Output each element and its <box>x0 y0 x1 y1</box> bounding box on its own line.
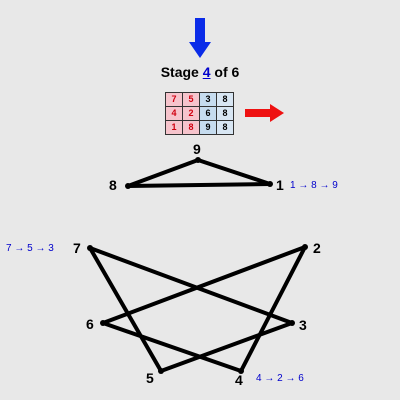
grid-cell: 1 <box>165 120 183 135</box>
node-1-dot <box>267 181 273 187</box>
grid-cell: 6 <box>199 106 217 121</box>
right-sequence-text: 4 → 2 → 6 <box>256 373 304 384</box>
node-5-label: 5 <box>146 370 154 386</box>
edge-9-1 <box>196 158 272 186</box>
node-5-dot <box>158 368 164 374</box>
grid-cell: 8 <box>182 120 200 135</box>
top-triangle <box>126 158 272 188</box>
node-7-dot <box>87 245 93 251</box>
stage-current: 4 <box>202 64 211 80</box>
edge-7-5 <box>88 246 163 373</box>
edge-9-8 <box>126 158 200 188</box>
node-7-label: 7 <box>73 240 81 256</box>
edge-6-4 <box>101 321 243 373</box>
node-8-dot <box>125 183 131 189</box>
bottom-graph <box>88 245 307 373</box>
stage-prefix: Stage <box>160 64 199 80</box>
grid-cell: 9 <box>199 120 217 135</box>
stage-suffix: of 6 <box>214 64 240 80</box>
node-3-dot <box>289 320 295 326</box>
grid-cell: 4 <box>165 106 183 121</box>
grid-cell: 2 <box>182 106 200 121</box>
grid-cell: 8 <box>216 92 234 107</box>
top-sequence-text: 1 → 8 → 9 <box>290 180 338 191</box>
grid-cell: 3 <box>199 92 217 107</box>
node-3-label: 3 <box>299 317 307 333</box>
edge-2-4 <box>239 245 307 373</box>
node-9-label: 9 <box>193 141 201 157</box>
edge-8-1 <box>126 182 272 188</box>
node-6-dot <box>100 320 106 326</box>
number-grid: 7 5 3 8 4 2 6 8 1 8 9 8 <box>165 92 234 135</box>
node-8-label: 8 <box>109 177 117 193</box>
node-1-label: 1 <box>276 177 284 193</box>
right-arrow-icon <box>245 104 284 122</box>
left-sequence-text: 7 → 5 → 3 <box>6 243 54 254</box>
node-9-dot <box>195 157 201 163</box>
node-2-label: 2 <box>313 240 321 256</box>
grid-cell: 8 <box>216 106 234 121</box>
grid-row: 7 5 3 8 <box>165 92 234 107</box>
node-6-label: 6 <box>86 316 94 332</box>
node-4-label: 4 <box>235 372 243 388</box>
edge-2-6 <box>101 245 307 325</box>
grid-cell: 5 <box>182 92 200 107</box>
grid-row: 4 2 6 8 <box>165 106 234 121</box>
edge-7-3 <box>88 246 294 325</box>
node-2-dot <box>302 244 308 250</box>
grid-cell: 7 <box>165 92 183 107</box>
down-arrow-icon <box>189 18 211 58</box>
stage-title: Stage 4 of 6 <box>0 64 400 80</box>
edge-5-3 <box>159 321 294 373</box>
grid-cell: 8 <box>216 120 234 135</box>
grid-row: 1 8 9 8 <box>165 120 234 135</box>
node-4-dot <box>238 368 244 374</box>
